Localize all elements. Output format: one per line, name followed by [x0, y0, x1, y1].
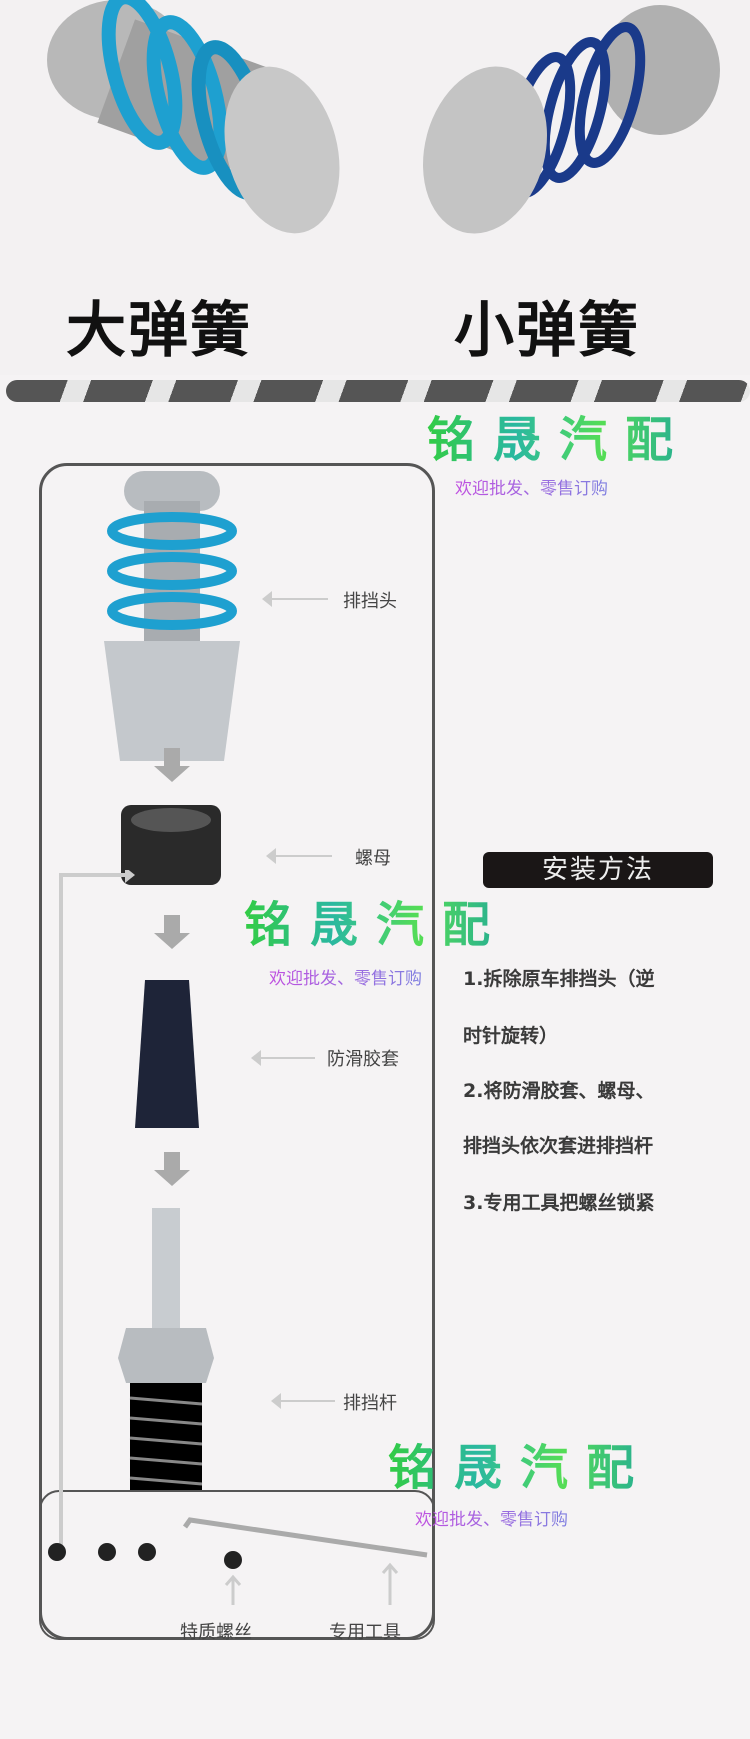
big-spring-caption: 大弹簧 — [66, 296, 252, 366]
spring-comparison: 大弹簧 小弹簧 — [0, 0, 750, 375]
label-tool: 专用工具 — [329, 1622, 401, 1643]
divider-stripe — [6, 380, 750, 402]
label-knob: 排挡头 — [343, 591, 397, 612]
small-spring-caption: 小弹簧 — [454, 296, 640, 366]
big-spring-knob-photo — [47, 0, 340, 234]
install-step: 排挡头依次套进排挡杆 — [463, 1135, 654, 1157]
shift-rod-image — [118, 1208, 214, 1490]
install-step: 时针旋转） — [463, 1025, 559, 1047]
label-rod: 排挡杆 — [343, 1393, 397, 1414]
left-arrow — [266, 848, 332, 864]
install-step: 2.将防滑胶套、螺母、 — [463, 1080, 655, 1102]
watermark-slogan: 欢迎批发、零售订购 — [269, 964, 422, 989]
watermark-slogan: 欢迎批发、零售订购 — [415, 1505, 568, 1530]
left-arrow — [271, 1393, 335, 1409]
small-spring-knob-photo — [423, 5, 720, 234]
down-arrow — [154, 748, 190, 782]
accessories-frame — [39, 1490, 435, 1640]
anti-slip-sleeve-image — [135, 980, 199, 1128]
screw-location-line — [59, 870, 135, 1545]
install-step: 1.拆除原车排挡头（逆 — [463, 968, 655, 990]
label-sleeve: 防滑胶套 — [327, 1049, 399, 1070]
watermark-brand: 铭晟汽配 — [244, 885, 508, 955]
watermark-brand: 铭晟汽配 — [427, 400, 691, 470]
install-method-title: 安装方法 — [483, 852, 713, 888]
label-screw: 特质螺丝 — [180, 1622, 252, 1643]
down-arrow — [154, 1152, 190, 1186]
screws-and-tool-image — [48, 1517, 428, 1605]
nut-image — [121, 805, 221, 885]
watermark-slogan: 欢迎批发、零售订购 — [455, 474, 608, 499]
left-arrow — [262, 591, 328, 607]
left-arrow — [251, 1050, 315, 1066]
shift-knob-image — [104, 471, 240, 761]
install-step: 3.专用工具把螺丝锁紧 — [463, 1192, 655, 1214]
down-arrow — [154, 915, 190, 949]
watermark-brand: 铭晟汽配 — [388, 1428, 652, 1498]
label-nut: 螺母 — [355, 848, 391, 869]
